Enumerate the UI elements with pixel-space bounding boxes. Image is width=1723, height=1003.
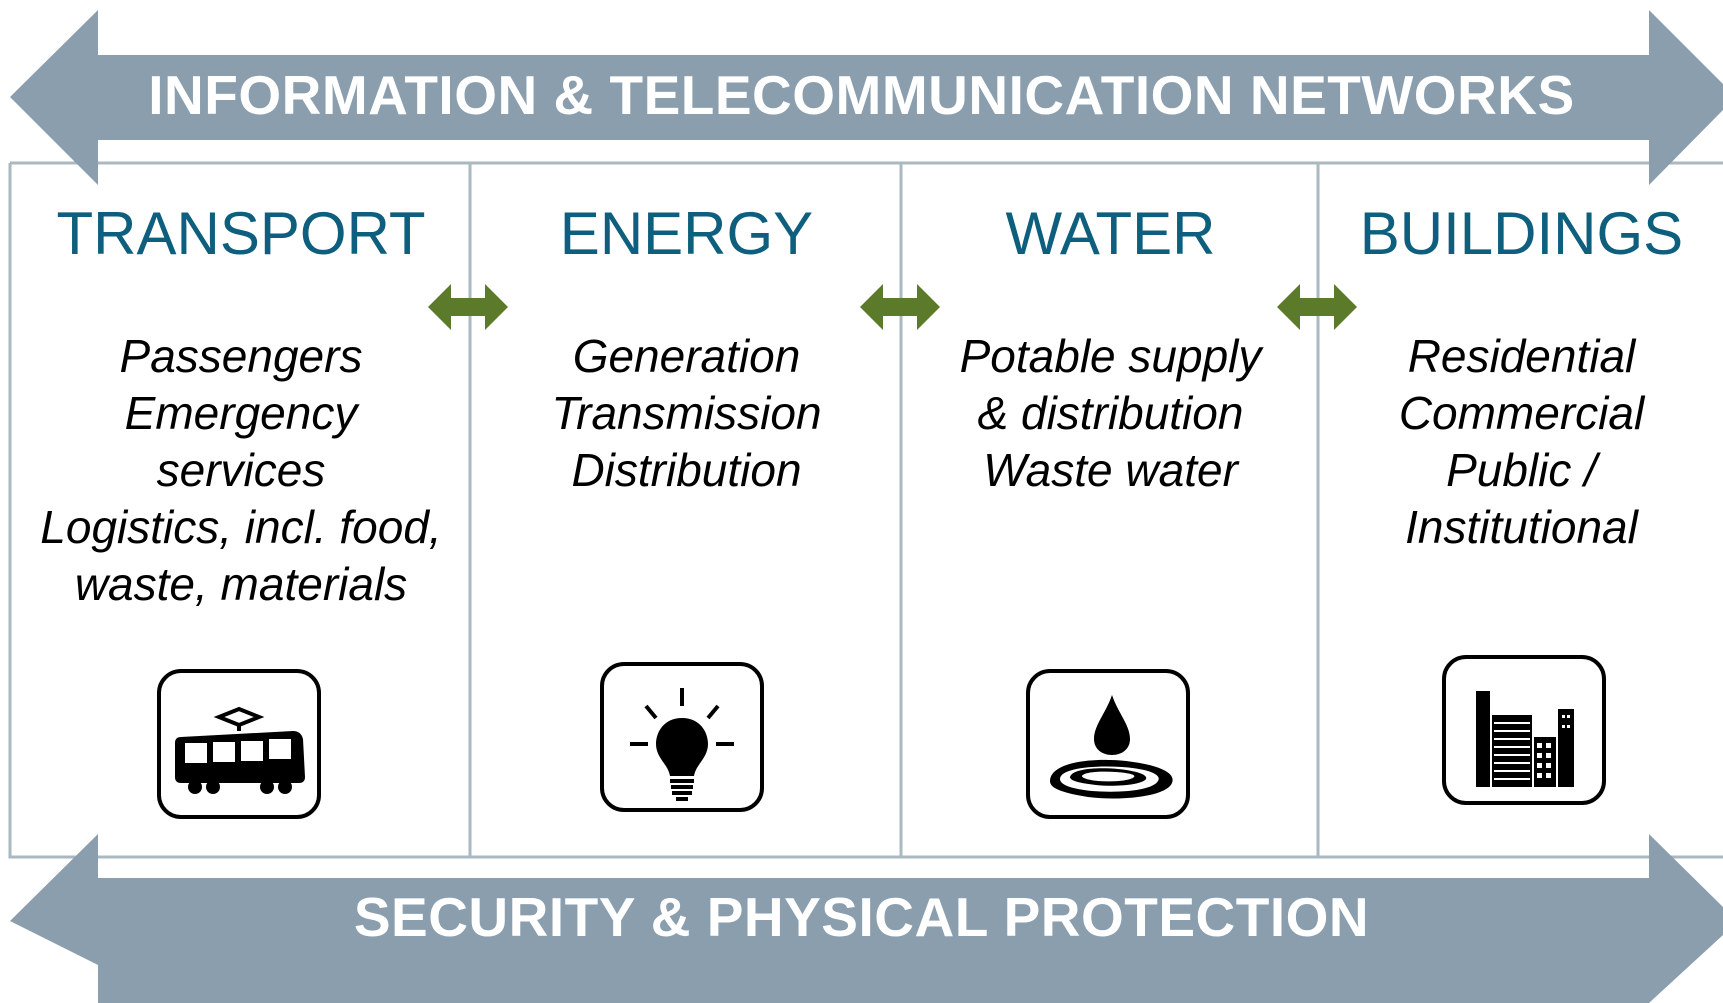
sector-title: ENERGY: [559, 200, 814, 267]
sector-item: & distribution: [977, 387, 1244, 439]
sector-item: Generation: [572, 330, 801, 382]
sector-item: services: [156, 444, 326, 496]
sector-item-list: Potable supply & distribution Waste wate…: [903, 328, 1318, 499]
sector-item: Passengers: [119, 330, 363, 382]
water-drop-icon: [1026, 669, 1190, 819]
top-banner-arrow: [10, 10, 1723, 185]
sector-item: Logistics, incl. food,: [40, 501, 442, 553]
sector-column-transport: TRANSPORT Passengers Emergency services …: [12, 163, 470, 857]
connector-arrow: [428, 284, 508, 330]
sector-item-list: Residential Commercial Public / Institut…: [1320, 328, 1723, 556]
sector-item: Transmission: [551, 387, 822, 439]
bottom-banner-arrow: [10, 834, 1723, 1003]
sector-item: Residential: [1407, 330, 1636, 382]
sector-title: WATER: [1005, 200, 1216, 267]
sector-column-energy: ENERGY Generation Transmission Distribut…: [472, 163, 901, 857]
sector-column-water: WATER Potable supply & distribution Wast…: [903, 163, 1318, 857]
sector-item: waste, materials: [74, 558, 408, 610]
top-banner-label: INFORMATION & TELECOMMUNICATION NETWORKS: [148, 64, 1575, 126]
sector-item: Emergency: [124, 387, 358, 439]
sector-item: Potable supply: [959, 330, 1262, 382]
sector-item: Institutional: [1405, 501, 1638, 553]
connector-arrow: [860, 284, 940, 330]
sector-item: Distribution: [571, 444, 802, 496]
sector-item: Waste water: [983, 444, 1238, 496]
sector-item-list: Passengers Emergency services Logistics,…: [12, 328, 470, 613]
buildings-icon: [1442, 655, 1606, 805]
sector-item-list: Generation Transmission Distribution: [472, 328, 901, 499]
panel-frame: [8, 161, 1723, 859]
bottom-banner-label: SECURITY & PHYSICAL PROTECTION: [353, 886, 1370, 948]
light-bulb-icon: [600, 662, 764, 812]
sector-title: BUILDINGS: [1359, 200, 1684, 267]
sector-item: Public /: [1446, 444, 1597, 496]
sector-item: Commercial: [1398, 387, 1645, 439]
sector-column-buildings: BUILDINGS Residential Commercial Public …: [1320, 163, 1723, 857]
tram-icon: [157, 669, 321, 819]
sector-title: TRANSPORT: [56, 200, 426, 267]
connector-arrow: [1277, 284, 1357, 330]
